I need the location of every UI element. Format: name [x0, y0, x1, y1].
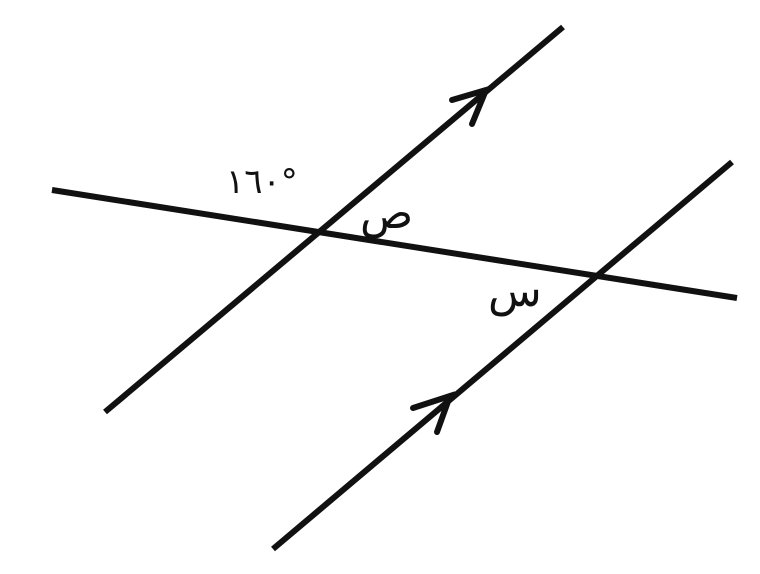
- angle-label-upper-intersection: ص: [360, 188, 413, 239]
- parallel-line-upper: [103, 24, 565, 415]
- parallel-line-lower: [271, 159, 734, 552]
- angle-label: ١٦٠°: [226, 162, 298, 202]
- angle-label-lower-intersection: س: [488, 266, 542, 317]
- transversal-line: [51, 187, 738, 301]
- parallel-arrow-marker-lower: [410, 391, 455, 435]
- parallel-arrow-marker-upper: [449, 85, 492, 127]
